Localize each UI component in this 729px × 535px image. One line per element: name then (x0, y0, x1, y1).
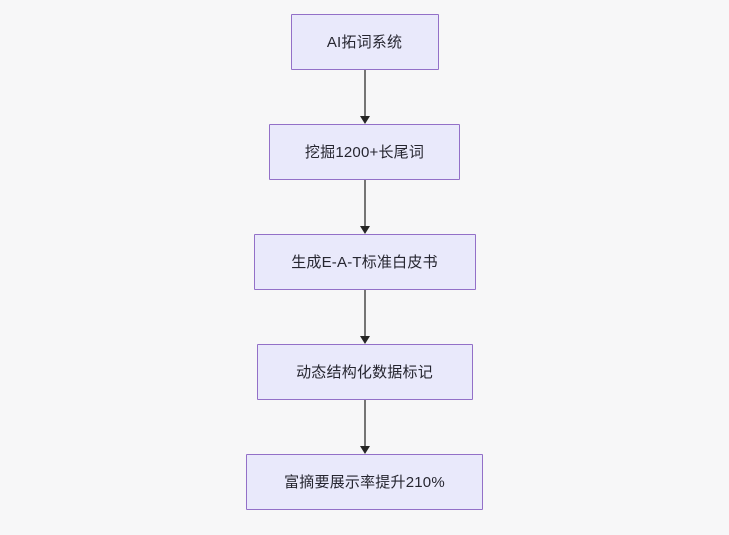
edge-line (363, 400, 366, 447)
flow-node-ai-keyword-system[interactable]: AI拓词系统 (290, 14, 439, 70)
flow-edge-2 (355, 180, 375, 234)
down-arrow-icon (359, 116, 370, 124)
edge-line (363, 290, 366, 337)
flow-node-longtail-keywords[interactable]: 挖掘1200+长尾词 (269, 124, 460, 180)
flow-node-label: 动态结构化数据标记 (296, 363, 433, 381)
flow-edge-3 (355, 290, 375, 344)
down-arrow-icon (359, 446, 370, 454)
flow-node-eat-whitepaper[interactable]: 生成E-A-T标准白皮书 (253, 234, 476, 290)
flow-node-label: 富摘要展示率提升210% (284, 473, 445, 491)
flow-node-label: AI拓词系统 (326, 33, 403, 51)
flow-node-label: 挖掘1200+长尾词 (304, 143, 425, 161)
edge-line (363, 180, 366, 227)
down-arrow-icon (359, 336, 370, 344)
flow-node-label: 生成E-A-T标准白皮书 (291, 253, 438, 271)
down-arrow-icon (359, 226, 370, 234)
flow-node-rich-snippet-result[interactable]: 富摘要展示率提升210% (246, 454, 483, 510)
edge-line (363, 70, 366, 117)
flow-edge-1 (355, 70, 375, 124)
flow-edge-4 (355, 400, 375, 454)
flow-node-structured-data-markup[interactable]: 动态结构化数据标记 (256, 344, 473, 400)
